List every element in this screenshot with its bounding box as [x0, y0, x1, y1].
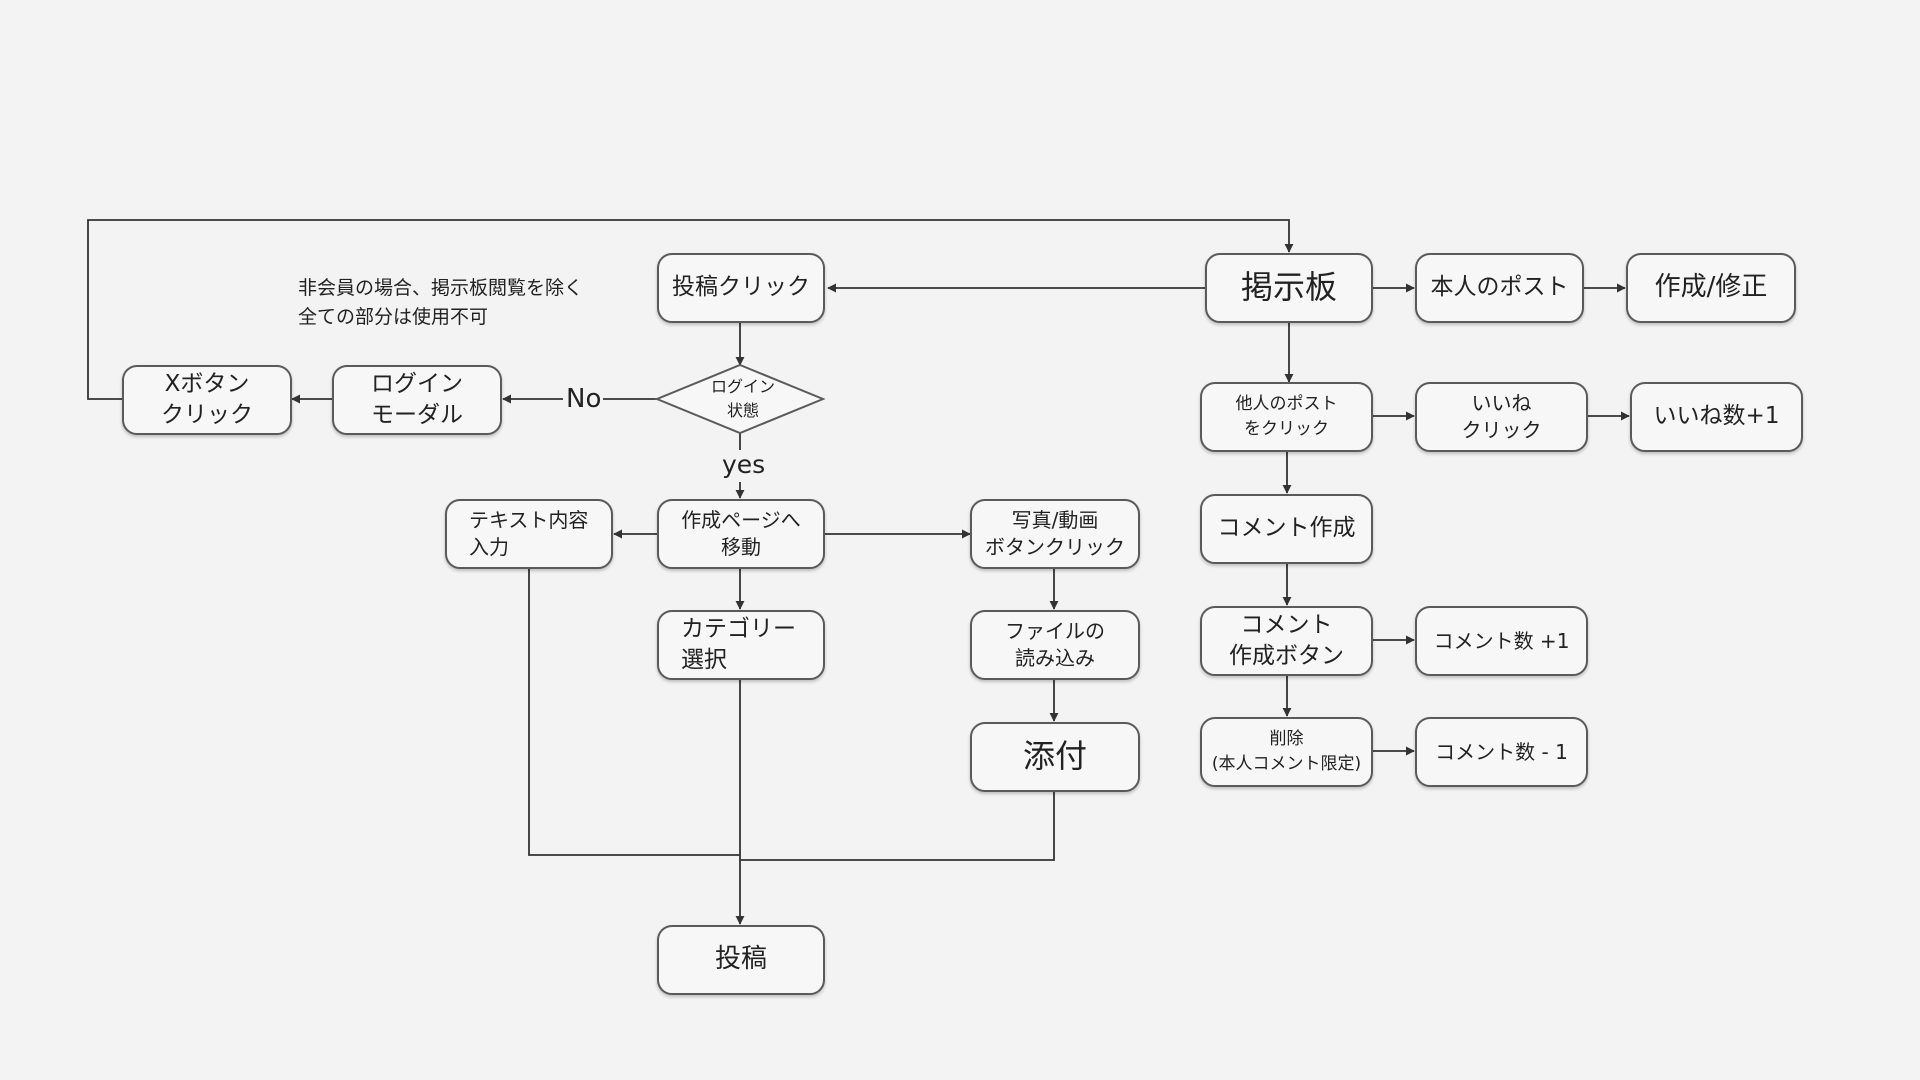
delete-own-comment-node: 削除 (本人コメント限定) [1200, 717, 1373, 787]
edge-text-to-post [528, 568, 740, 856]
category-select-node: カテゴリー 選択 [657, 610, 825, 680]
edge-x-to-board [87, 219, 1294, 400]
comment-count-plus-node: コメント数 +1 [1415, 606, 1588, 676]
comment-button-node: コメント 作成ボタン [1200, 606, 1373, 676]
attach-node: 添付 [970, 722, 1140, 792]
members-only-note: 非会員の場合、掲示板閲覧を除く 全ての部分は使用不可 [298, 277, 584, 329]
photo-button-click-node: 写真/動画 ボタンクリック [970, 499, 1140, 569]
board-node: 掲示板 [1205, 253, 1373, 323]
post-click-node: 投稿クリック [657, 253, 825, 323]
edge-attach-to-post [740, 792, 1055, 861]
create-page-node: 作成ページへ 移動 [657, 499, 825, 569]
post-node: 投稿 [657, 925, 825, 995]
comment-create-node: コメント作成 [1200, 494, 1373, 564]
text-input-node: テキスト内容 入力 [445, 499, 613, 569]
others-post-click-node: 他人のポスト をクリック [1200, 382, 1373, 452]
x-button-click-node: Xボタン クリック [122, 365, 292, 435]
login-state-diamond [654, 363, 826, 435]
like-count-node: いいね数+1 [1630, 382, 1803, 452]
like-click-node: いいね クリック [1415, 382, 1588, 452]
create-edit-node: 作成/修正 [1626, 253, 1796, 323]
comment-count-minus-node: コメント数 - 1 [1415, 717, 1588, 787]
login-modal-node: ログイン モーダル [332, 365, 502, 435]
login-state-label: ログイン 状態 [710, 377, 775, 420]
edge-label-yes: yes [722, 450, 766, 479]
edge-label-no: No [566, 384, 602, 414]
file-load-node: ファイルの 読み込み [970, 610, 1140, 680]
own-post-node: 本人のポスト [1415, 253, 1584, 323]
